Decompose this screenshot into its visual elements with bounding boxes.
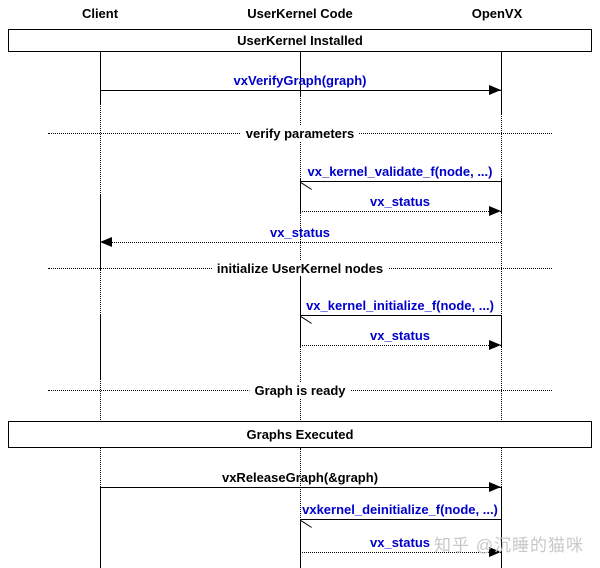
frame-userkernel-installed-label: UserKernel Installed [237,33,363,48]
divider-initialize-userkernel-nodes: initialize UserKernel nodes [211,261,389,276]
arrowhead-right-icon [489,340,501,350]
msg-vxstatus1-line [300,211,501,212]
msg-vxverifygraph-label: vxVerifyGraph(graph) [233,73,367,88]
msg-vxstatus4-label: vx_status [370,535,430,550]
frame-userkernel-installed: UserKernel Installed [8,29,592,52]
msg-kernel-initialize-line [300,315,501,316]
arrowhead-open-left-icon [300,316,312,324]
participant-userkernel-code: UserKernel Code [247,6,353,21]
arrowhead-left-icon [100,237,112,247]
arrowhead-right-icon [489,547,501,557]
divider-verify-parameters: verify parameters [240,126,360,141]
msg-vxverifygraph-line [100,90,501,91]
msg-vxreleasegraph-line [100,487,501,488]
frame-graphs-executed: Graphs Executed [8,421,592,448]
participant-openvx: OpenVX [471,6,523,21]
msg-vxstatus4-line [300,552,501,553]
arrowhead-right-icon [489,206,501,216]
divider-graph-is-ready: Graph is ready [249,383,351,398]
participant-client: Client [81,6,119,21]
msg-vxstatus3-label: vx_status [370,328,430,343]
zhihu-watermark: 知乎 @沉睡的猫咪 [434,536,584,555]
msg-kernel-deinitialize-label: vxkernel_deinitialize_f(node, ...) [302,502,498,517]
msg-vxstatus2-line [100,242,501,243]
arrowhead-open-left-icon [300,520,312,528]
msg-kernel-validate-label: vx_kernel_validate_f(node, ...) [307,164,493,179]
msg-kernel-initialize-label: vx_kernel_initialize_f(node, ...) [306,298,494,313]
arrowhead-right-icon [489,482,501,492]
msg-vxstatus1-label: vx_status [370,194,430,209]
msg-vxstatus3-line [300,345,501,346]
arrowhead-right-icon [489,85,501,95]
msg-kernel-validate-line [300,181,501,182]
msg-kernel-deinitialize-line [300,519,501,520]
msg-vxreleasegraph-label: vxReleaseGraph(&graph) [221,470,379,485]
msg-vxstatus2-label: vx_status [270,225,330,240]
arrowhead-open-left-icon [300,182,312,190]
frame-graphs-executed-label: Graphs Executed [246,427,354,442]
